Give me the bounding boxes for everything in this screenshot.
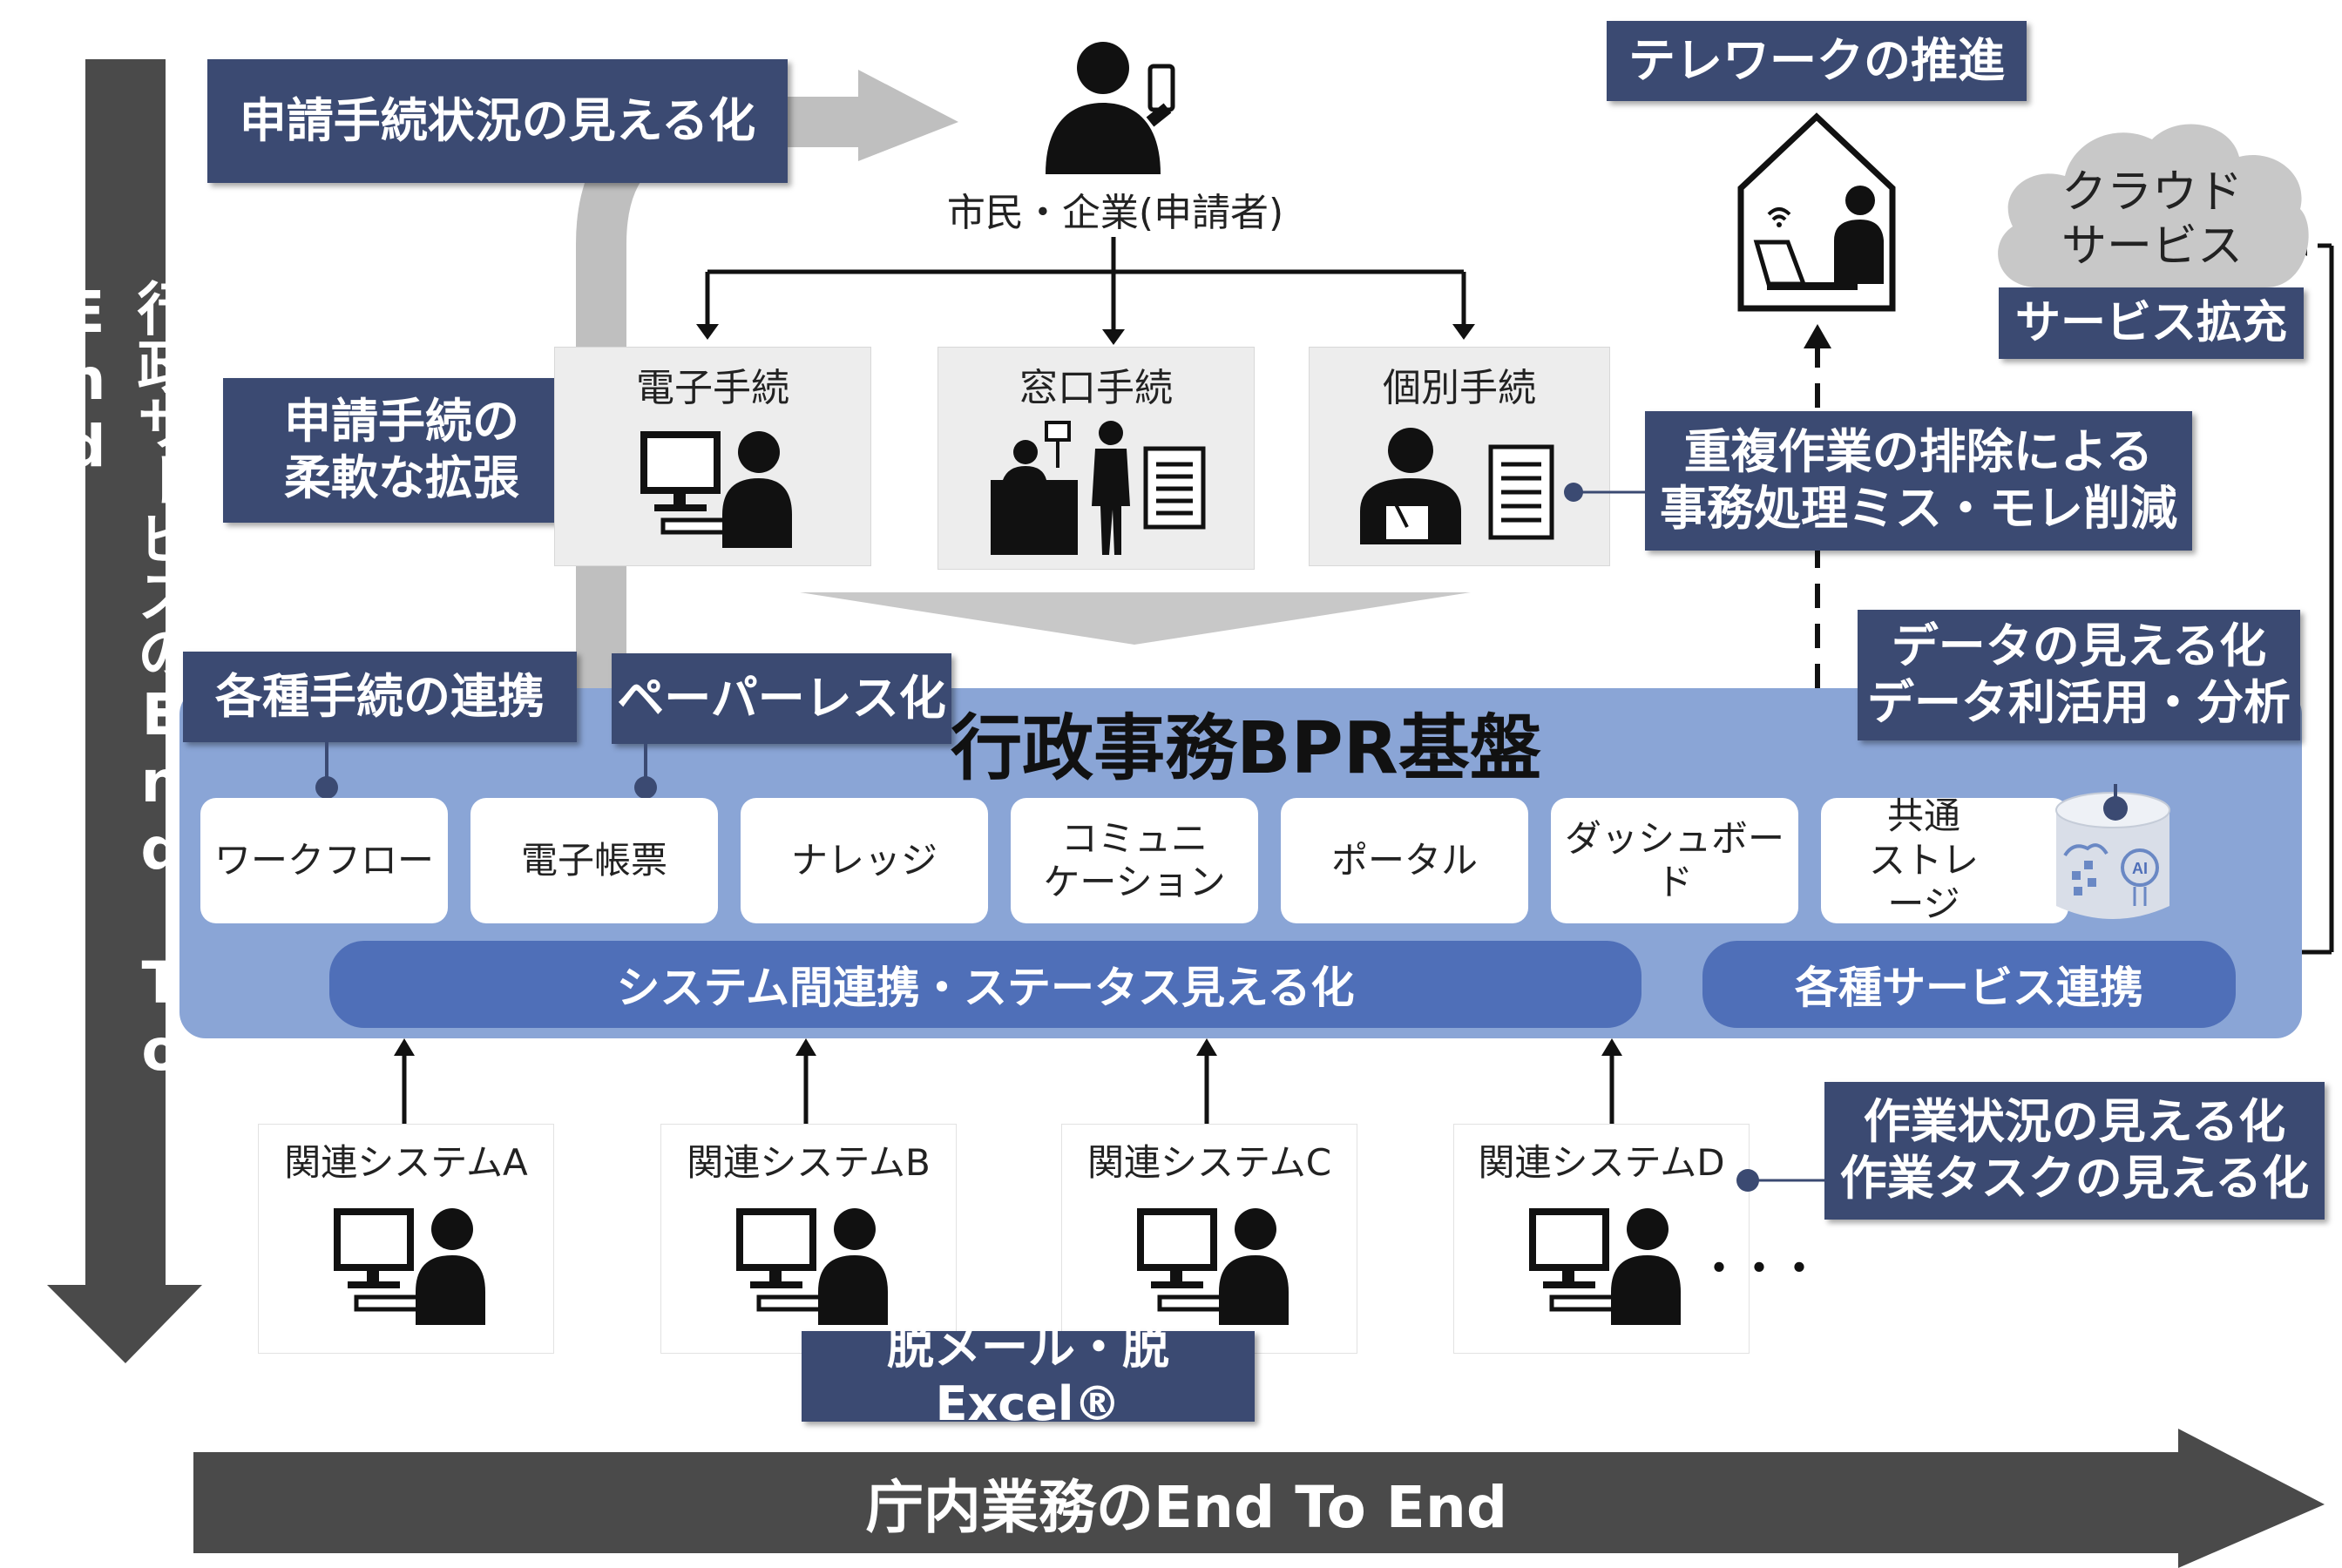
procedure-individual-label: 個別手続 (1383, 366, 1536, 410)
cloud-shape (1998, 124, 2309, 287)
label-work-visibility-line1: 作業状況の見える化 (1863, 1094, 2286, 1150)
label-service-expansion-text: サービス拡充 (2014, 296, 2287, 349)
telework-house-icon (1737, 112, 1896, 312)
paperless-pin (634, 742, 657, 799)
label-no-email-excel-text: 脱メール・脱Excel® (887, 1320, 1169, 1431)
procedure-individual: 個別手続 (1309, 347, 1610, 566)
module-knowledge: ナレッジ (741, 798, 988, 923)
pc-user-icon (1137, 1208, 1289, 1325)
duplication-connector (1564, 483, 1647, 502)
label-service-expansion: サービス拡充 (1999, 287, 2304, 359)
vertical-arrow-text: 行政サービスのEnd To End (51, 279, 195, 1084)
platform-title: 行政事務BPR基盤 (951, 707, 1541, 790)
module-dashboard-label: ダッシュボード (1564, 816, 1784, 903)
cloud-label: クラウド サービス (2030, 166, 2274, 274)
label-application-visibility: 申請手続状況の見える化 (207, 59, 788, 183)
system-d: 関連システムD (1453, 1124, 1750, 1354)
counter-staff-icon (991, 421, 1206, 555)
label-telework-text: テレワークの推進 (1628, 32, 2005, 88)
module-workflow: ワークフロー (200, 798, 448, 923)
label-flexible-line2: 柔軟な拡張 (284, 450, 519, 505)
horizontal-arrow-label: 庁内業務のEnd To End (865, 1474, 1508, 1541)
label-data-visibility-line2: データ利活用・分析 (1867, 675, 2291, 730)
ai-text: AI (2132, 860, 2148, 877)
module-e-forms: 電子帳票 (470, 798, 718, 923)
cloud-label-line1: クラウド (2061, 166, 2243, 219)
module-portal-label: ポータル (1330, 838, 1478, 882)
system-a: 関連システムA (258, 1124, 554, 1354)
system-b-label: 関連システムB (687, 1141, 931, 1184)
module-knowledge-label: ナレッジ (790, 838, 937, 882)
label-application-visibility-text: 申請手続状況の見える化 (239, 92, 756, 148)
procedures-merge-arrow (800, 592, 1471, 645)
pc-user-icon (334, 1208, 485, 1325)
module-storage-line2: ストレージ (1868, 838, 1979, 926)
applicant-connector (705, 237, 1466, 329)
system-a-label: 関連システムA (284, 1141, 528, 1184)
coordination-pin (315, 742, 338, 799)
system-b: 関連システムB (660, 1124, 957, 1354)
procedure-electronic-label: 電子手続 (636, 366, 789, 410)
module-communication-line1: コミュニ (1060, 816, 1208, 860)
label-flexible-line1: 申請手続の (284, 394, 519, 449)
system-d-label: 関連システムD (1478, 1141, 1725, 1184)
label-work-visibility: 作業状況の見える化 作業タスクの見える化 (1824, 1082, 2325, 1220)
vertical-arrow-label: 行政サービスのEnd To End (52, 279, 195, 1115)
module-e-forms-label: 電子帳票 (520, 838, 667, 882)
label-procedure-coordination: 各種手続の連携 (183, 652, 577, 742)
vertical-arrow (47, 59, 202, 1363)
label-no-email-excel: 脱メール・脱Excel® (802, 1320, 1255, 1431)
system-double-arrows (402, 1052, 1614, 1131)
module-storage-line1: 共通 (1886, 794, 1960, 838)
label-flexible-expansion: 申請手続の 柔軟な拡張 (223, 378, 580, 523)
procedure-counter-label: 窓口手続 (1019, 366, 1173, 410)
module-communication: コミュニ ケーション (1011, 798, 1258, 923)
label-telework: テレワークの推進 (1607, 21, 2027, 101)
label-duplication-line2: 事務処理ミス・モレ削減 (1660, 481, 2177, 536)
module-common-storage: 共通 ストレージ (1821, 794, 2068, 925)
pill-system-integration-text: システム間連携・ステータス見える化 (616, 963, 1355, 1013)
label-procedure-coordination-text: 各種手続の連携 (215, 668, 545, 724)
work-visibility-connector (1736, 1169, 1826, 1192)
label-data-visibility-line1: データの見える化 (1891, 618, 2267, 674)
procedure-counter: 窓口手続 (937, 347, 1255, 570)
applicant-icon (1046, 42, 1175, 174)
writing-person-icon (1360, 428, 1554, 544)
cloud-label-line2: サービス (2061, 220, 2243, 274)
storage-cylinder-icon: AI (2055, 784, 2170, 919)
label-work-visibility-line2: 作業タスクの見える化 (1839, 1151, 2310, 1206)
module-communication-line2: ケーション (1043, 861, 1226, 903)
pill-system-integration: システム間連携・ステータス見える化 (329, 941, 1641, 1028)
pc-user-icon (736, 1208, 888, 1325)
label-paperless-text: ペーパーレス化 (617, 670, 946, 726)
pill-service-integration: 各種サービス連携 (1702, 941, 2236, 1028)
label-data-visibility: データの見える化 データ利活用・分析 (1858, 610, 2300, 740)
module-portal: ポータル (1281, 798, 1528, 923)
pill-service-integration-text: 各種サービス連携 (1795, 963, 2143, 1013)
module-dashboard: ダッシュボード (1551, 798, 1798, 923)
label-duplication: 重複作業の排除による 事務処理ミス・モレ削減 (1645, 411, 2192, 551)
applicant-label: 市民・企業(申請者) (946, 191, 1284, 235)
systems-ellipsis: ・・・ (1699, 1245, 1819, 1292)
gray-flow-arrowhead (858, 70, 958, 161)
pc-user-icon (640, 431, 792, 548)
procedure-electronic: 電子手続 (554, 347, 871, 566)
system-c: 関連システムC (1061, 1124, 1357, 1354)
label-paperless: ペーパーレス化 (612, 653, 951, 744)
label-duplication-line1: 重複作業の排除による (1683, 424, 2154, 480)
horizontal-arrow (193, 1429, 2325, 1568)
module-workflow-label: ワークフロー (213, 838, 434, 882)
system-c-label: 関連システムC (1086, 1141, 1332, 1184)
pc-user-icon (1529, 1208, 1681, 1325)
